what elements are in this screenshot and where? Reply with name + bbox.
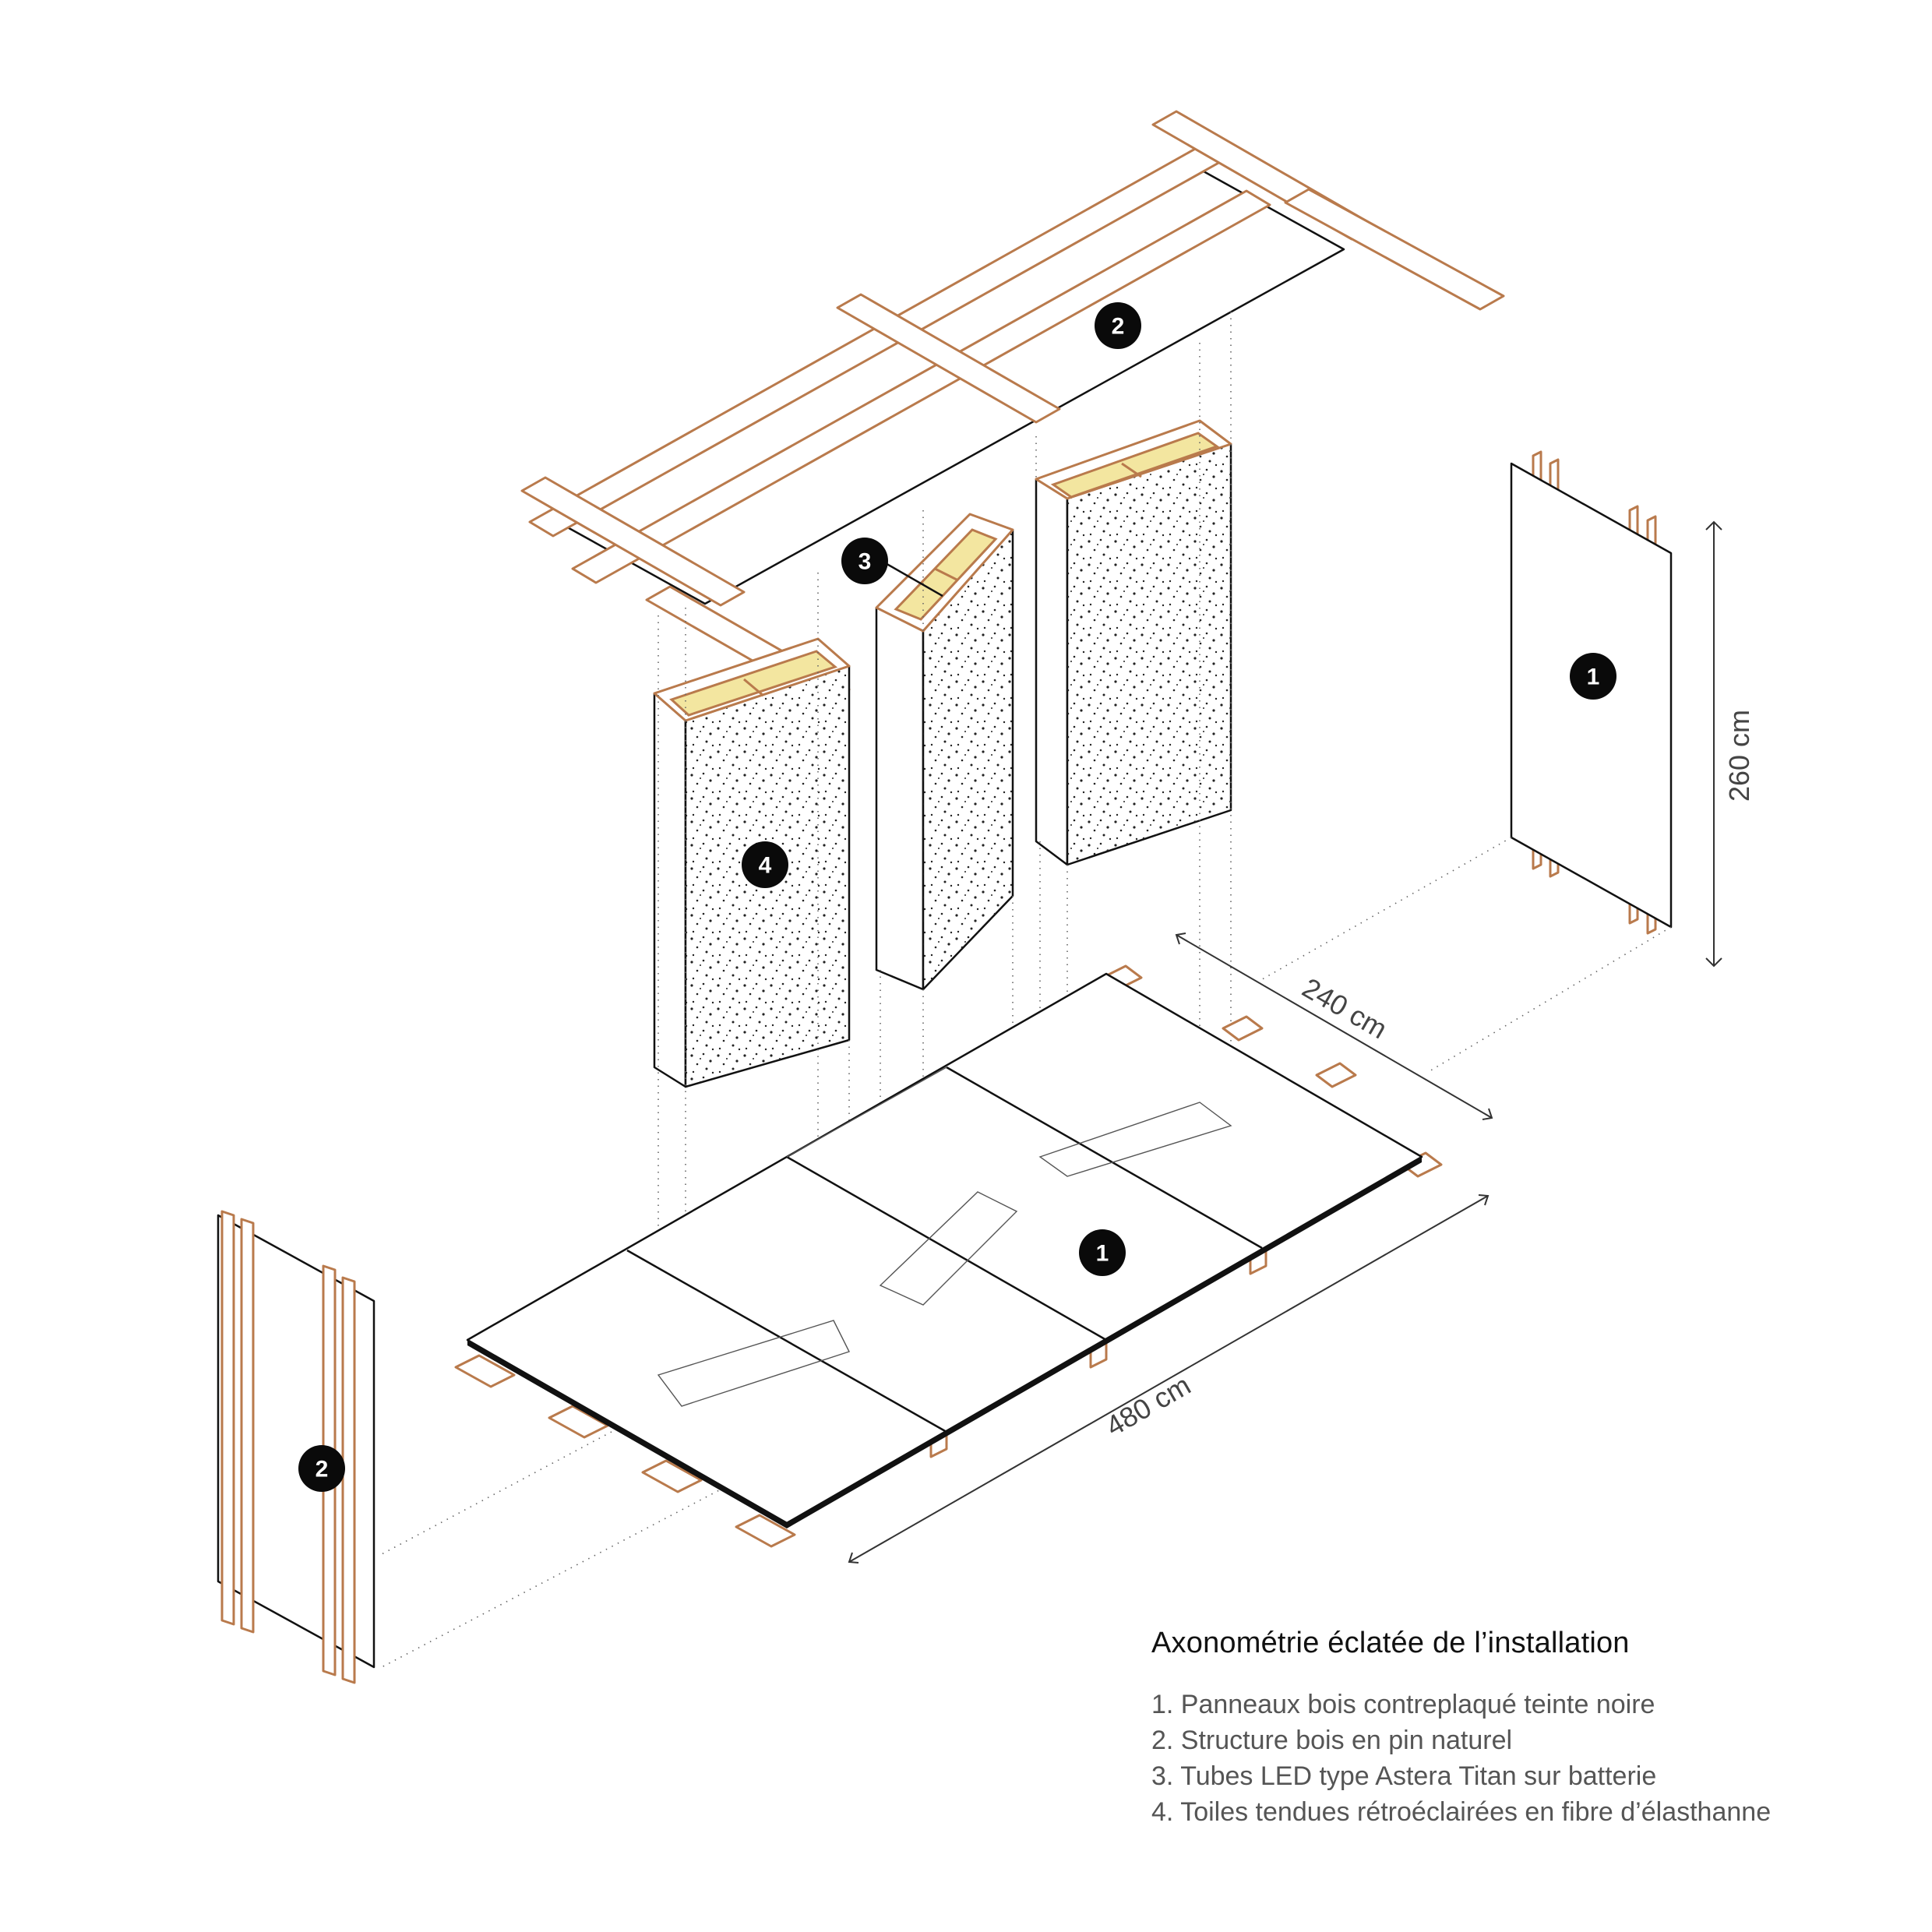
fabric-panel-left-side (653, 692, 687, 1088)
ceiling-crossbeam-2 (1284, 188, 1505, 311)
fabric-panel-middle (875, 513, 1014, 991)
fabric-panel-right-side (1035, 478, 1069, 866)
fabric-panel-middle-side (875, 606, 925, 991)
callout-back-wall-panel: 1 (1570, 653, 1616, 700)
dimension-height: 260 cm (1705, 520, 1755, 968)
callout-ceiling-structure: 2 (1095, 302, 1141, 349)
legend: Axonométrie éclatée de l’installation 1.… (1151, 1627, 1899, 1830)
legend-item: 4. Toiles tendues rétroéclairées en fibr… (1151, 1797, 1772, 1827)
fabric-panel-right-led (1050, 432, 1220, 499)
fabric-panel-right (1035, 419, 1232, 866)
ceiling-crossbeam-3 (836, 293, 1061, 424)
svg-text:4: 4 (759, 853, 772, 879)
legend-title: Axonométrie éclatée de l’installation (1151, 1627, 1630, 1659)
legend-item: 2. Structure bois en pin naturel (1151, 1726, 1513, 1755)
legend-item: 3. Tubes LED type Astera Titan sur batte… (1151, 1761, 1657, 1791)
svg-text:1: 1 (1096, 1241, 1109, 1267)
callout-fabric-panel: 4 (742, 841, 788, 888)
side-wall-structure (217, 1210, 375, 1684)
floor-panel-edge (467, 1340, 787, 1528)
dimension-height-label: 260 cm (1723, 710, 1755, 802)
svg-text:3: 3 (858, 549, 872, 575)
svg-text:2: 2 (1112, 314, 1125, 340)
legend-list: 1. Panneaux bois contreplaqué teinte noi… (1151, 1687, 1899, 1830)
floor-assembly (454, 964, 1443, 1548)
svg-text:2: 2 (316, 1457, 329, 1482)
fabric-panel-right-texture (1067, 444, 1231, 865)
dimension-depth-label: 240 cm (1297, 971, 1393, 1045)
dimension-width-label: 480 cm (1100, 1369, 1196, 1443)
ceiling-crossbeam-4 (520, 476, 746, 607)
fabric-panel-left-led (669, 650, 838, 717)
callout-led-tubes: 3 (841, 538, 943, 598)
legend-item: 1. Panneaux bois contreplaqué teinte noi… (1151, 1690, 1655, 1719)
ceiling-structure (520, 110, 1505, 704)
fabric-panel-middle-texture (923, 530, 1013, 989)
svg-text:1: 1 (1587, 665, 1600, 690)
callout-floor-panels: 1 (1079, 1229, 1126, 1276)
ceiling-beam-long-back (571, 189, 1271, 584)
callout-side-wall-structure: 2 (298, 1445, 345, 1492)
